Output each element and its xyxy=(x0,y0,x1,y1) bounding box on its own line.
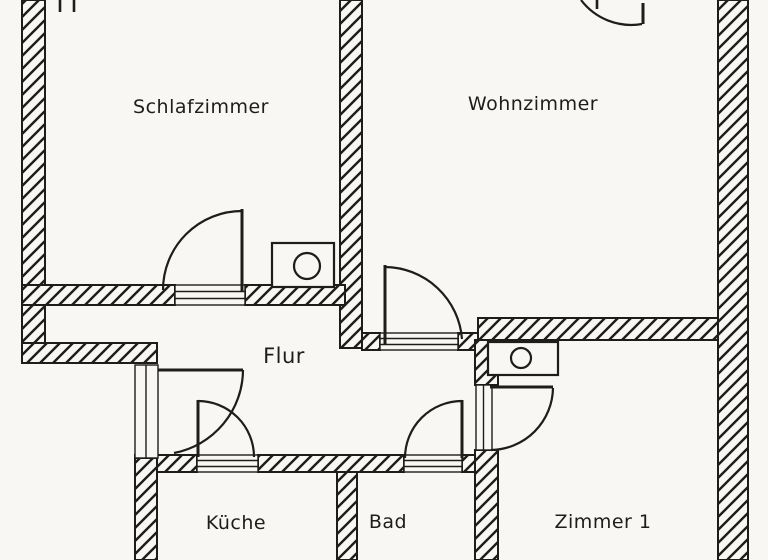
entry-door xyxy=(158,368,245,455)
fixture-zimmer1 xyxy=(486,340,560,377)
wall-wohnzimmer-south xyxy=(477,317,719,341)
wohnzimmer-door xyxy=(383,265,464,345)
fixture-schlafzimmer xyxy=(270,241,336,289)
room-label-kueche: Küche xyxy=(206,512,266,534)
wohnzimmer-balcony-door-cutoff xyxy=(580,0,645,27)
wall-schlafzimmer-wohnzimmer xyxy=(339,0,363,349)
wall-exterior-right xyxy=(717,0,749,560)
wall-kueche-bad xyxy=(336,471,358,560)
room-label-bad: Bad xyxy=(369,511,407,533)
wall-kueche-west xyxy=(134,457,158,560)
kueche-door xyxy=(196,399,256,458)
schlafzimmer-door xyxy=(161,209,244,291)
wall-schlafzimmer-south-left xyxy=(21,284,176,306)
wohnzimmer-doorway-threshold xyxy=(379,332,459,351)
bad-door xyxy=(403,399,464,459)
bad-doorway-threshold xyxy=(403,454,463,473)
zimmer1-door xyxy=(490,385,555,452)
entry-door-frame xyxy=(134,364,159,459)
zimmer1-doorway-frame xyxy=(475,384,493,451)
room-label-flur: Flur xyxy=(263,344,305,368)
room-label-wohnzimmer: Wohnzimmer xyxy=(468,93,598,115)
wall-flur-south-b xyxy=(257,454,405,473)
wall-wohnzimmer-south-thin-a xyxy=(361,332,381,351)
wall-bad-zimmer1 xyxy=(474,449,499,560)
room-label-zimmer1: Zimmer 1 xyxy=(555,511,652,533)
room-label-schlafzimmer: Schlafzimmer xyxy=(133,96,269,118)
kueche-doorway-threshold xyxy=(196,454,259,473)
wall-flur-niche xyxy=(21,342,158,364)
schlafzimmer-doorway-threshold xyxy=(174,284,246,306)
wall-exterior-left xyxy=(21,0,46,364)
